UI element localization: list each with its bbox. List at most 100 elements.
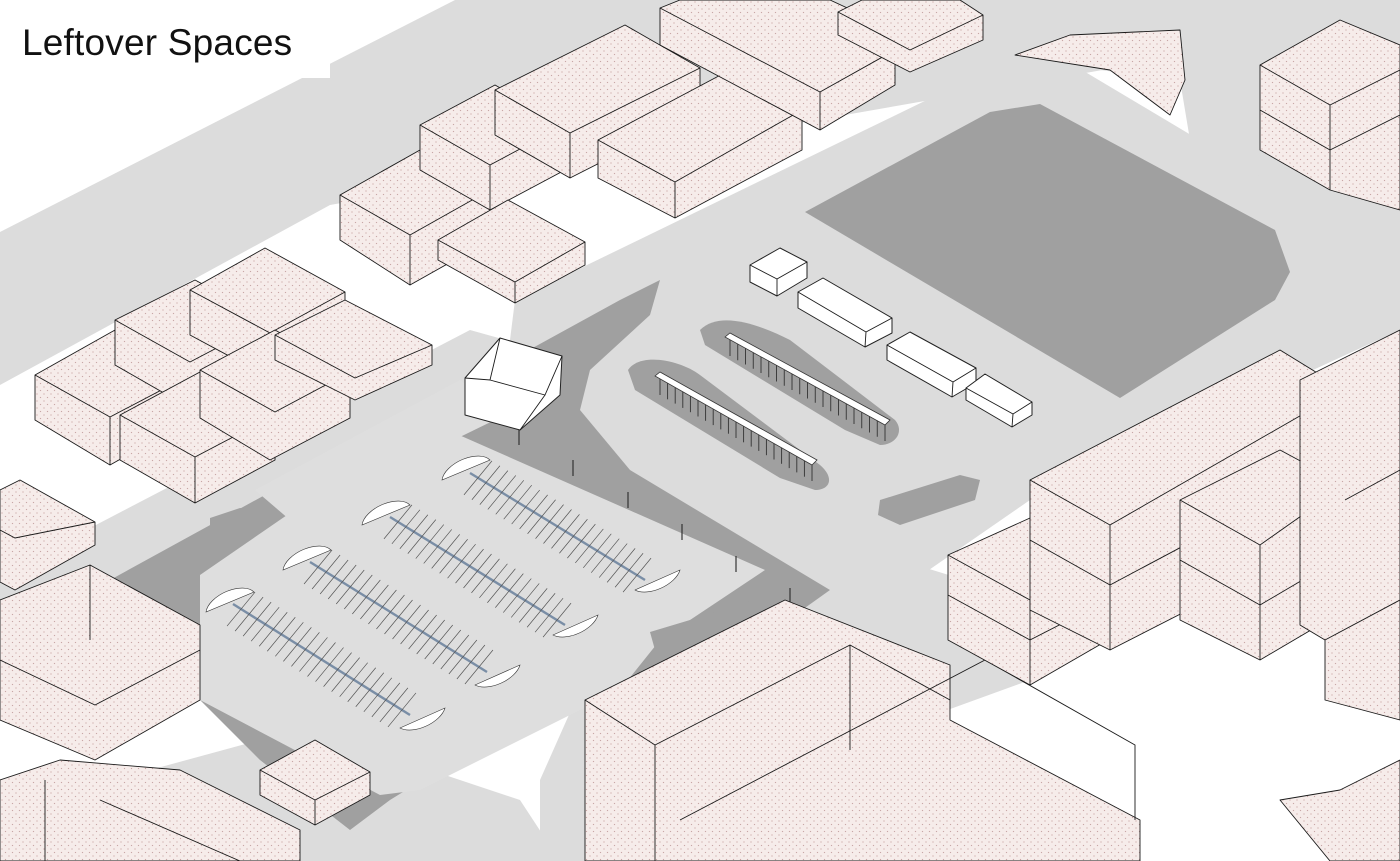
parking-stall-line (620, 548, 636, 566)
building-north-triangle (1014, 29, 1186, 116)
building-west-edge (0, 479, 96, 591)
parking-stall-line (557, 509, 572, 527)
parking-stall-line (299, 654, 314, 672)
parking-stall-line (393, 687, 409, 706)
parking-stall-line (424, 641, 439, 660)
parking-stall-line (413, 514, 429, 532)
building-far-southeast (1279, 759, 1400, 861)
parking-stall-line (448, 656, 464, 675)
title-backdrop (0, 0, 330, 78)
parking-stall-line (399, 531, 415, 549)
parking-stall-line (430, 619, 445, 638)
parking-stall-line (319, 576, 335, 595)
island-row1-west (441, 455, 491, 481)
lot-entry-north (255, 380, 505, 520)
bus-canopies (628, 320, 900, 490)
parking-stall-line (455, 565, 470, 584)
parking-stall-line (329, 647, 344, 665)
building-north-cluster-d (437, 199, 586, 304)
parking-stall-line (385, 682, 401, 701)
island-row4-east (399, 707, 446, 731)
parking-stall-line (355, 689, 371, 707)
parking-stall-line (392, 621, 407, 640)
parking-stall-line (518, 605, 534, 623)
parking-stall-line (509, 573, 524, 591)
parking-stall-line (382, 589, 397, 608)
parking-stall-line (297, 627, 312, 645)
parking-stall-line (398, 599, 413, 618)
parking-stall-line (317, 549, 333, 568)
parking-stall-line (493, 470, 509, 488)
large-paved-lot (805, 104, 1290, 398)
parking-stall-line (349, 569, 365, 588)
parking-stall-line (289, 622, 304, 640)
parking-stall-line (407, 536, 423, 554)
parking-stall-line (542, 619, 558, 638)
pavilion-2 (797, 277, 893, 348)
parking-stall-line (363, 694, 379, 713)
parking-stall-line (503, 501, 518, 520)
parking-stall-line (533, 494, 548, 513)
parking-stall-line (534, 614, 550, 633)
parking-stall-line (612, 543, 628, 561)
parking-stall-line (543, 526, 558, 544)
parking-stall-line (477, 553, 492, 572)
parking-stall-line (540, 593, 556, 611)
parking-stall-line (414, 609, 429, 628)
parking-stall-line (487, 492, 503, 510)
parking-stall-line (462, 639, 478, 658)
parking-stall-line (272, 612, 288, 630)
parking-stall-line (283, 644, 298, 662)
parking-stall-line (415, 541, 431, 559)
pavilion-1 (749, 247, 808, 297)
building-west-cluster-f (274, 299, 433, 401)
pavilion-4 (965, 373, 1033, 428)
parking-stall-line (321, 642, 336, 660)
parking-stall-line (622, 574, 638, 593)
parking-stall-line (291, 649, 306, 667)
parking-stall-line (281, 617, 296, 635)
island-row1-east (634, 569, 681, 593)
parking-stall-line (590, 555, 606, 573)
parking-stall-line (495, 590, 510, 608)
parking-stall-line (511, 506, 526, 525)
parking-stall-line (371, 699, 387, 718)
parking-stall-line (339, 679, 354, 697)
parking-stall-line (368, 606, 383, 625)
parking-stall-line (463, 477, 479, 496)
west-connector (210, 508, 265, 540)
island-row4-west (205, 587, 255, 613)
parking-stall-line (307, 659, 322, 677)
parking-stall-line (325, 554, 341, 573)
parking-stall-line (524, 583, 540, 601)
parking-stall-line (567, 540, 582, 559)
parking-stall-line (479, 580, 494, 599)
parking-stall-line (327, 581, 343, 600)
parking-stall-line (535, 521, 550, 539)
parking-stall-line (383, 521, 399, 540)
parking-stall-line (519, 511, 534, 530)
parking-stall-line (461, 543, 476, 562)
parking-stall-line (315, 664, 330, 682)
parking-stall-line (341, 564, 357, 583)
parking-stall-line (401, 692, 417, 711)
parking-stall-line (248, 596, 264, 615)
parking-stall-line (344, 591, 359, 610)
parking-stall-line (397, 504, 413, 523)
canopy-south (654, 371, 818, 466)
parking-stall-line (331, 674, 346, 692)
parking-stall-line (526, 610, 542, 628)
parking-stall-line (581, 523, 596, 542)
parking-stall-line (445, 534, 460, 552)
parking-stall-line (606, 565, 622, 583)
parking-stall-line (258, 629, 274, 647)
parking-stall-line (390, 594, 405, 613)
parking-stall-line (240, 591, 256, 610)
island-row2-west (361, 500, 411, 526)
parking-stall-line (453, 539, 468, 557)
parking-stall-line (352, 596, 367, 615)
parking-stall-line (447, 560, 462, 579)
parking-stall-line (485, 465, 501, 483)
parking-stall-line (565, 514, 580, 532)
